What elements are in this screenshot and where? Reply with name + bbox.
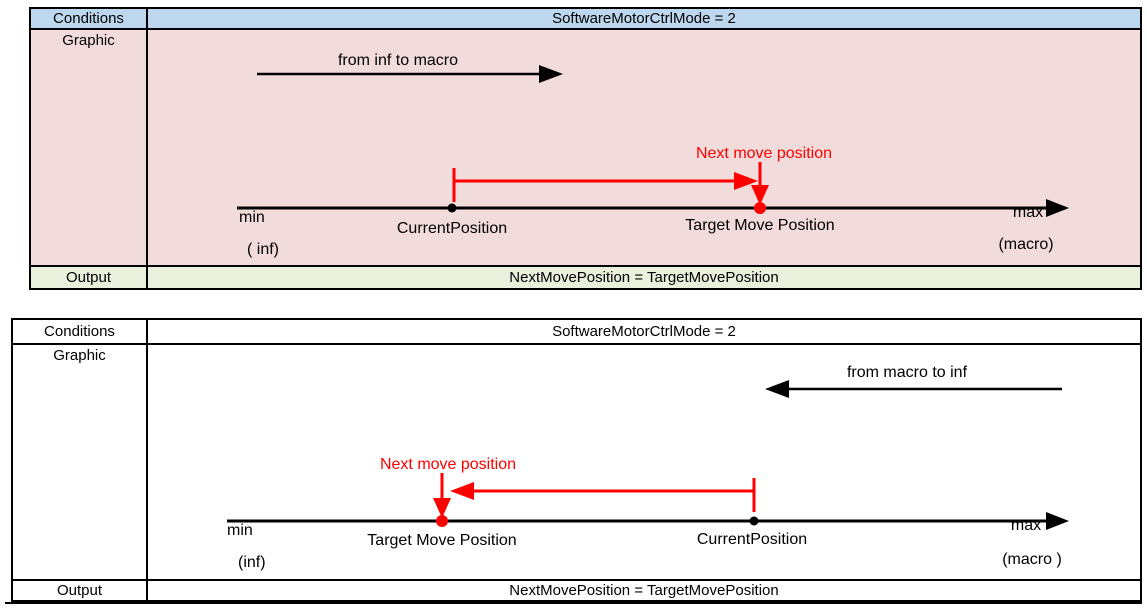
target-position-label: Target Move Position (685, 217, 834, 234)
axis-arrowhead-icon (1046, 199, 1069, 217)
output-row-label: Output (13, 579, 148, 600)
conditions-row-label: Conditions (13, 320, 148, 345)
graphic-row-label: Graphic (13, 345, 148, 579)
conditions-value: SoftwareMotorCtrlMode = 2 (148, 9, 1140, 30)
direction-label: from inf to macro (338, 52, 458, 69)
output-row-label: Output (31, 265, 148, 288)
max-label: max (1011, 517, 1041, 534)
graphic-canvas-2: from macro to inf Next move position min… (148, 345, 1140, 579)
conditions-value: SoftwareMotorCtrlMode = 2 (148, 320, 1140, 345)
output-value: NextMovePosition = TargetMovePosition (148, 579, 1140, 600)
next-move-pointer-arrowhead-icon (751, 185, 769, 205)
move-arrowhead-icon (450, 482, 474, 500)
min-sub-label: (inf) (238, 554, 266, 571)
min-sub-label: ( inf) (247, 241, 279, 258)
next-move-label: Next move position (380, 456, 516, 473)
current-position-label: CurrentPosition (397, 220, 507, 237)
conditions-row-label: Conditions (31, 9, 148, 30)
next-move-label: Next move position (696, 145, 832, 162)
case-table-macro-to-inf: Conditions SoftwareMotorCtrlMode = 2 Gra… (11, 318, 1142, 602)
graphic-row-label: Graphic (31, 30, 148, 265)
move-arrowhead-icon (734, 172, 758, 190)
target-position-dot (754, 202, 766, 214)
axis-arrowhead-icon (1046, 512, 1069, 530)
min-label: min (239, 209, 265, 226)
diagram-inf-to-macro: from inf to macro Next move position min… (237, 52, 1069, 258)
current-position-dot (447, 203, 457, 213)
direction-arrowhead-icon (765, 380, 789, 398)
max-sub-label: (macro) (998, 236, 1053, 253)
output-value: NextMovePosition = TargetMovePosition (148, 265, 1140, 288)
next-move-pointer-arrowhead-icon (433, 498, 451, 518)
min-label: min (227, 522, 253, 539)
next-table-top-border (5, 602, 1142, 604)
target-position-dot (436, 515, 448, 527)
direction-arrowhead-icon (539, 65, 563, 83)
graphic-canvas-1: from inf to macro Next move position min… (148, 30, 1140, 265)
target-position-label: Target Move Position (367, 532, 516, 549)
diagram-macro-to-inf: from macro to inf Next move position min… (227, 364, 1069, 571)
direction-label: from macro to inf (847, 364, 968, 381)
case-table-inf-to-macro: Conditions SoftwareMotorCtrlMode = 2 Gra… (29, 7, 1142, 290)
max-sub-label: (macro ) (1002, 551, 1062, 568)
current-position-dot (749, 516, 759, 526)
current-position-label: CurrentPosition (697, 531, 807, 548)
max-label: max (1013, 204, 1043, 221)
